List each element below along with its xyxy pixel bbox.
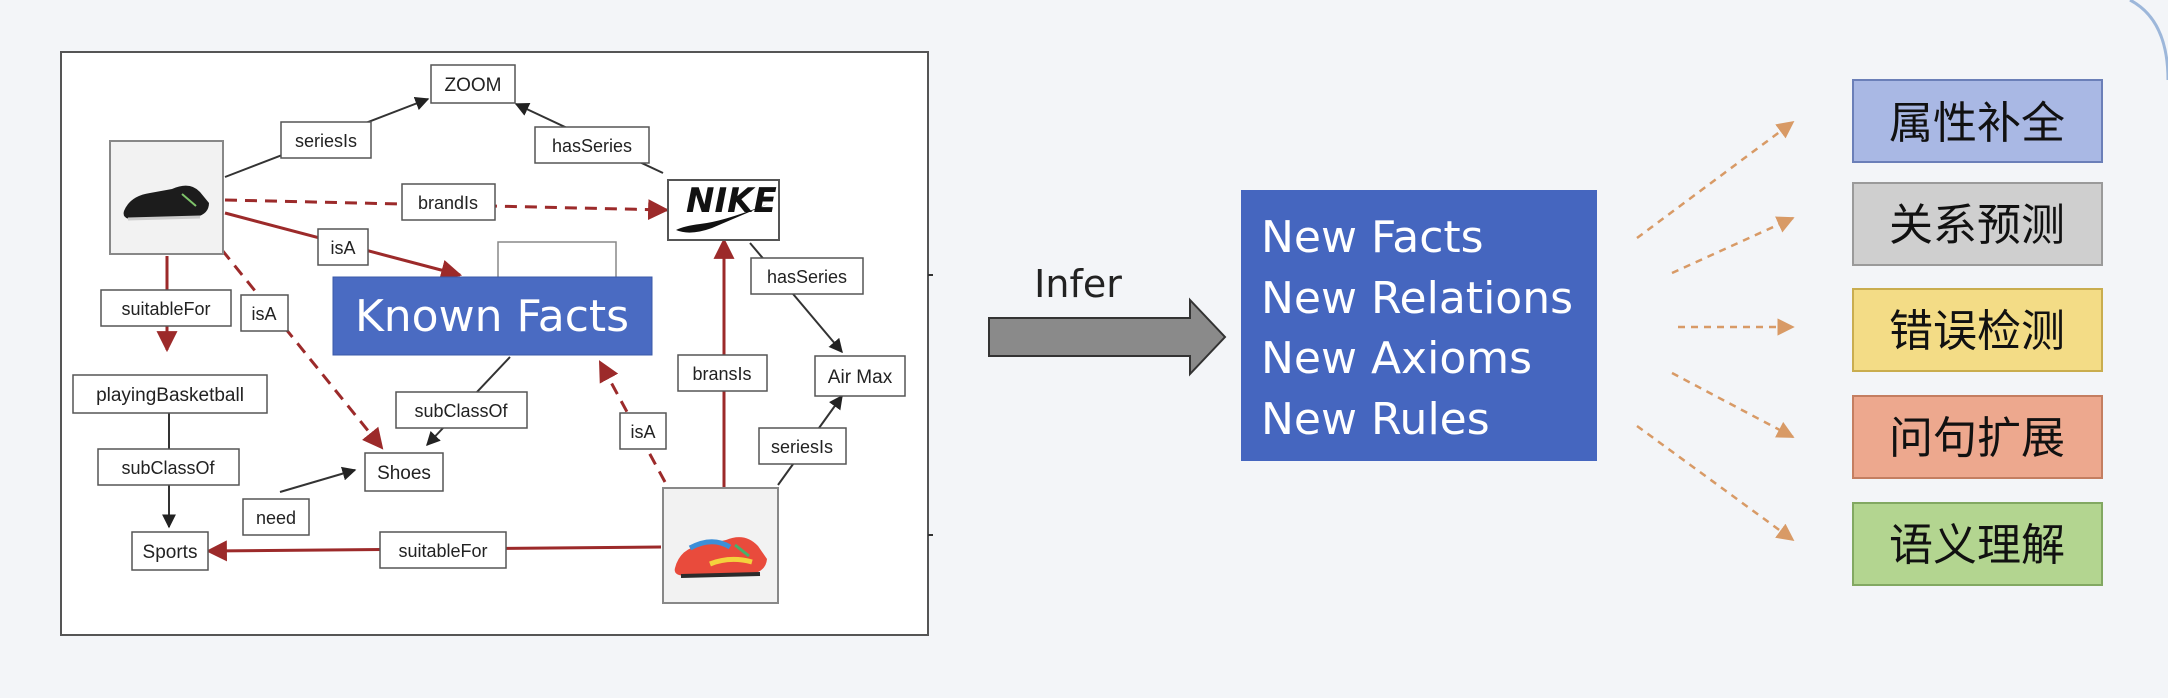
new-facts-panel: New Facts New Relations New Axioms New R… (1241, 190, 1597, 461)
edge-label-hasseries-2: hasSeries (767, 267, 847, 287)
new-facts-line-4: New Rules (1261, 394, 1490, 445)
nike-logo-node: NIKE (667, 179, 780, 241)
edge-label-brandis: brandIs (418, 193, 478, 213)
task-attribute-completion: 属性补全 (1852, 79, 2103, 163)
arrow-to-task-1 (1636, 120, 1795, 240)
edge-label-need: need (256, 508, 296, 528)
graph-node-sports: Sports (131, 531, 209, 571)
basketball-shoe-icon (123, 185, 209, 219)
edge-label-hasseries-1: hasSeries (552, 136, 632, 156)
shoe-image-node-1 (109, 140, 224, 255)
edge-label-bransis: bransIs (692, 364, 751, 384)
new-facts-line-2: New Relations (1261, 273, 1573, 324)
task-semantic-understanding: 语义理解 (1852, 502, 2103, 586)
known-facts-label: Known Facts (355, 291, 629, 342)
edge-label-isa-1: isA (330, 238, 355, 258)
new-facts-line-3: New Axioms (1261, 333, 1532, 384)
task-list: 属性补全 关系预测 错误检测 问句扩展 语义理解 (1852, 79, 2103, 586)
swoosh-icon (676, 204, 768, 233)
task-label-2: 关系预测 (1889, 200, 2065, 251)
edge-label-seriesis-2: seriesIs (771, 437, 833, 457)
graph-node-air-max: Air Max (814, 355, 906, 397)
arrow-to-task-4 (1671, 371, 1795, 439)
corner-decoration (2129, 0, 2168, 81)
node-label-playing-basketball: playingBasketball (96, 385, 244, 406)
node-label-shoes: Shoes (377, 463, 431, 484)
known-facts-overlay: Known Facts (332, 276, 653, 356)
new-facts-box (1241, 190, 1597, 461)
node-label-sports: Sports (143, 542, 198, 563)
graph-node-playing-basketball: playingBasketball (72, 374, 268, 414)
arrow-to-task-2 (1671, 216, 1795, 275)
shoe-image-node-2 (662, 487, 779, 604)
edge-line-isa-2 (220, 249, 384, 450)
arrow-to-task-5 (1636, 424, 1795, 542)
task-label-3: 错误检测 (1889, 306, 2065, 357)
known-facts-box (332, 276, 653, 356)
task-label-1: 属性补全 (1889, 98, 2065, 149)
task-arrows (1636, 120, 1795, 542)
infer-label: Infer (1034, 262, 1122, 306)
knowledge-graph-panel: NIKE ZOOM Air Max playingBasketball Shoe… (60, 51, 933, 636)
edge-label-subclassof-2: subClassOf (121, 458, 215, 478)
task-question-expansion: 问句扩展 (1852, 395, 2103, 479)
node-label-air-max: Air Max (828, 367, 893, 388)
task-label-5: 语义理解 (1889, 520, 2065, 571)
edge-labels: seriesIs hasSeries brandIs isA suitableF… (97, 121, 864, 569)
graph-node-hidden (497, 241, 617, 283)
edge-label-subclassof-1: subClassOf (414, 401, 508, 421)
edge-label-seriesis-1: seriesIs (295, 131, 357, 151)
edge-label-suitablefor-1: suitableFor (121, 299, 210, 319)
new-facts-line-1: New Facts (1261, 212, 1484, 263)
infer-arrow-icon (988, 297, 1227, 377)
task-label-4: 问句扩展 (1889, 413, 2065, 464)
graph-node-zoom: ZOOM (430, 64, 516, 104)
graph-node-shoes: Shoes (364, 452, 444, 492)
edge-label-isa-2: isA (251, 304, 276, 324)
infer-step: Infer (988, 262, 1227, 377)
nike-logo-text: NIKE (686, 181, 777, 221)
node-label-zoom: ZOOM (445, 75, 502, 96)
edge-line-need (279, 466, 357, 493)
task-relation-prediction: 关系预测 (1852, 182, 2103, 266)
task-error-detection: 错误检测 (1852, 288, 2103, 372)
edge-label-suitablefor-2: suitableFor (398, 541, 487, 561)
edge-label-isa-3: isA (630, 422, 655, 442)
